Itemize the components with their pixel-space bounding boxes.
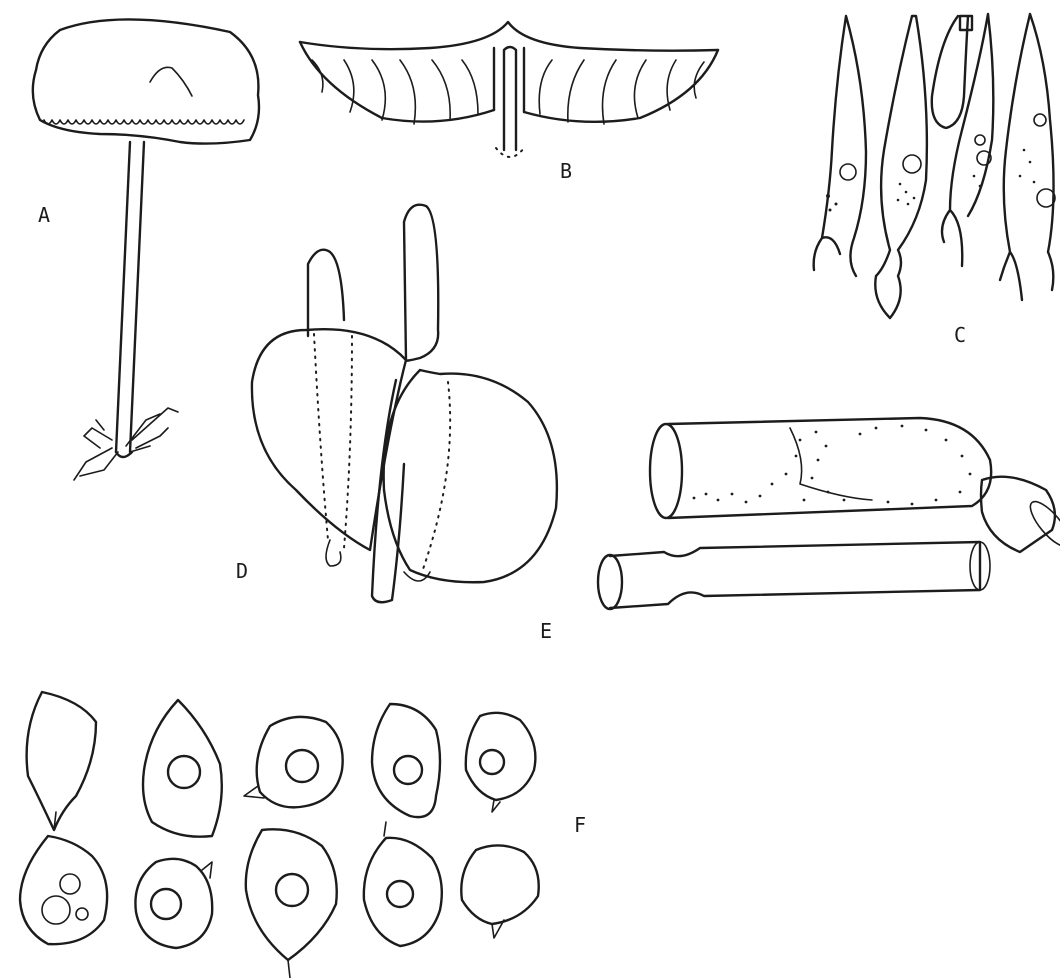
panel-label-d: D — [236, 559, 248, 583]
panel-b-pileus-section — [300, 22, 718, 157]
panel-label-e: E — [540, 619, 552, 643]
panel-a-basidiocarp — [33, 19, 259, 480]
panel-f-basidiospores — [20, 692, 539, 978]
panel-label-a: A — [38, 203, 50, 227]
panel-label-c: C — [954, 323, 966, 347]
panel-label-b: B — [560, 159, 572, 183]
panel-e-hyphae — [598, 418, 1060, 609]
panel-c-basidia — [814, 14, 1055, 318]
panel-d-cystidia — [252, 205, 557, 603]
panel-label-f: F — [574, 813, 586, 837]
